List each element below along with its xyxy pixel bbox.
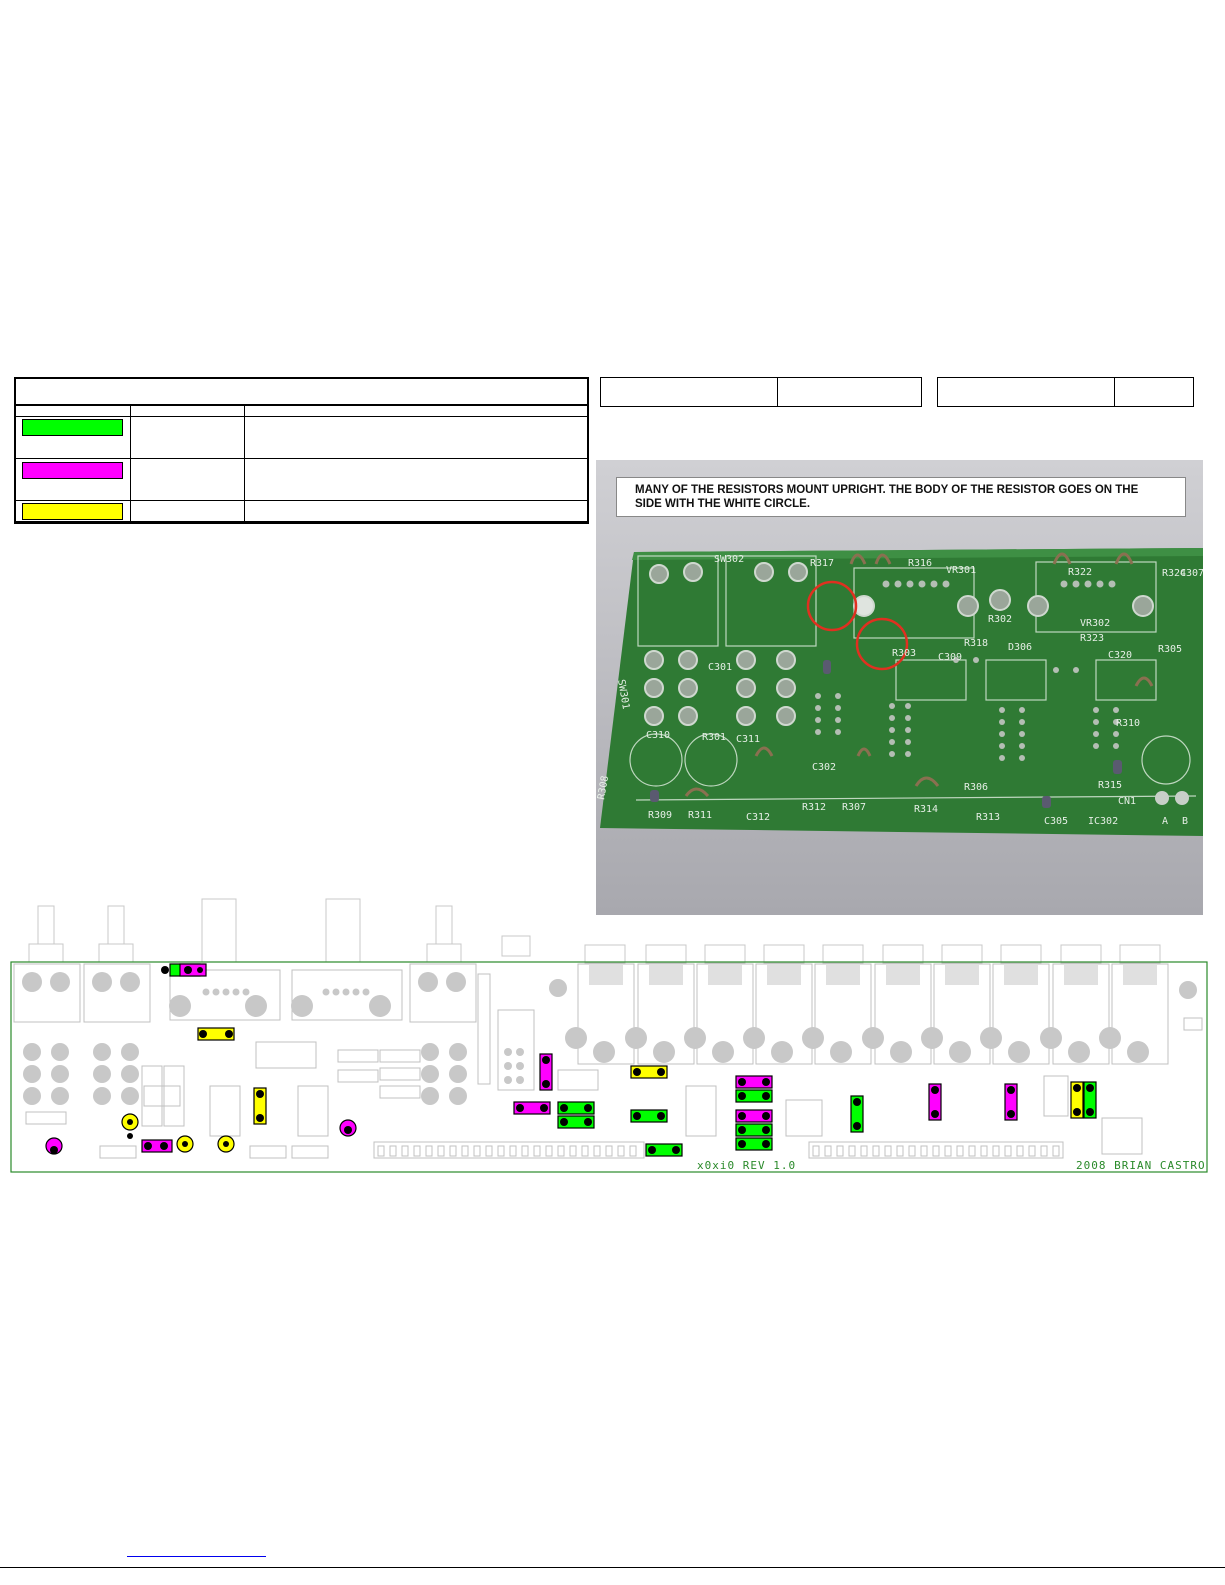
svg-text:R306: R306 xyxy=(964,782,988,793)
svg-text:R312: R312 xyxy=(802,802,826,813)
svg-text:SW302: SW302 xyxy=(714,554,744,565)
svg-text:C309: C309 xyxy=(938,652,962,663)
legend-swatch-yellow xyxy=(22,503,123,520)
color-legend-table xyxy=(14,377,589,524)
footer-rule xyxy=(0,1567,1225,1568)
svg-text:VR302: VR302 xyxy=(1080,618,1110,629)
svg-text:R305: R305 xyxy=(1158,644,1182,655)
svg-text:CN1: CN1 xyxy=(1118,796,1136,807)
svg-text:R322: R322 xyxy=(1068,567,1092,578)
svg-text:C305: C305 xyxy=(1044,816,1068,827)
svg-text:R315: R315 xyxy=(1098,780,1122,791)
pcb-layout-diagram: x0xi0 REV 1.0 2008 BRIAN CASTRO xyxy=(10,898,1208,1173)
svg-text:R314: R314 xyxy=(914,804,938,815)
yellow-resistors xyxy=(121,1027,1084,1153)
svg-text:R318: R318 xyxy=(964,638,988,649)
svg-text:A: A xyxy=(1162,816,1168,827)
board-label-rev: x0xi0 REV 1.0 xyxy=(697,1159,796,1172)
photo-caption: MANY OF THE RESISTORS MOUNT UPRIGHT. THE… xyxy=(616,477,1186,517)
legend-row-divider xyxy=(16,521,587,522)
svg-text:R301: R301 xyxy=(702,732,726,743)
svg-text:C302: C302 xyxy=(812,762,836,773)
footer-link[interactable] xyxy=(127,1555,266,1557)
svg-text:R308: R308 xyxy=(596,775,611,801)
svg-text:R313: R313 xyxy=(976,812,1000,823)
svg-text:R310: R310 xyxy=(1116,718,1140,729)
svg-text:R307: R307 xyxy=(842,802,866,813)
magenta-resistors xyxy=(45,963,1018,1155)
svg-text:B: B xyxy=(1182,816,1188,827)
pcb-photo: SW302 R317 R316 VR301 R322 R324 C307 VR3… xyxy=(596,460,1203,915)
svg-text:C320: C320 xyxy=(1108,650,1132,661)
legend-row-divider xyxy=(16,458,587,459)
svg-text:C307: C307 xyxy=(1180,568,1203,579)
svg-text:R303: R303 xyxy=(892,648,916,659)
legend-row-divider xyxy=(16,500,587,501)
legend-header-row xyxy=(16,406,587,417)
board-label-credit: 2008 BRIAN CASTRO xyxy=(1076,1159,1206,1172)
svg-text:R302: R302 xyxy=(988,614,1012,625)
svg-text:R323: R323 xyxy=(1080,633,1104,644)
pcb-photo-illustration: SW302 R317 R316 VR301 R322 R324 C307 VR3… xyxy=(596,460,1203,915)
svg-text:R324: R324 xyxy=(1162,568,1186,579)
green-resistors xyxy=(169,963,1097,1157)
legend-divider xyxy=(244,406,245,522)
info-box-right xyxy=(937,377,1194,407)
svg-text:VR301: VR301 xyxy=(946,565,976,576)
svg-text:D306: D306 xyxy=(1008,642,1032,653)
svg-text:R317: R317 xyxy=(810,558,834,569)
svg-text:R309: R309 xyxy=(648,810,672,821)
board-outline xyxy=(10,961,1208,1173)
svg-text:C301: C301 xyxy=(708,662,732,673)
legend-divider xyxy=(130,406,131,522)
info-box-left xyxy=(600,377,922,407)
svg-text:SW301: SW301 xyxy=(615,679,631,711)
highlight-circle xyxy=(855,617,909,671)
legend-title-row xyxy=(16,379,587,406)
legend-swatch-green xyxy=(22,419,123,436)
svg-text:R316: R316 xyxy=(908,558,932,569)
legend-swatch-magenta xyxy=(22,462,123,479)
highlight-circle xyxy=(806,580,858,632)
svg-text:C311: C311 xyxy=(736,734,760,745)
svg-text:R311: R311 xyxy=(688,810,712,821)
svg-text:IC302: IC302 xyxy=(1088,816,1118,827)
svg-text:C312: C312 xyxy=(746,812,770,823)
svg-text:C310: C310 xyxy=(646,730,670,741)
